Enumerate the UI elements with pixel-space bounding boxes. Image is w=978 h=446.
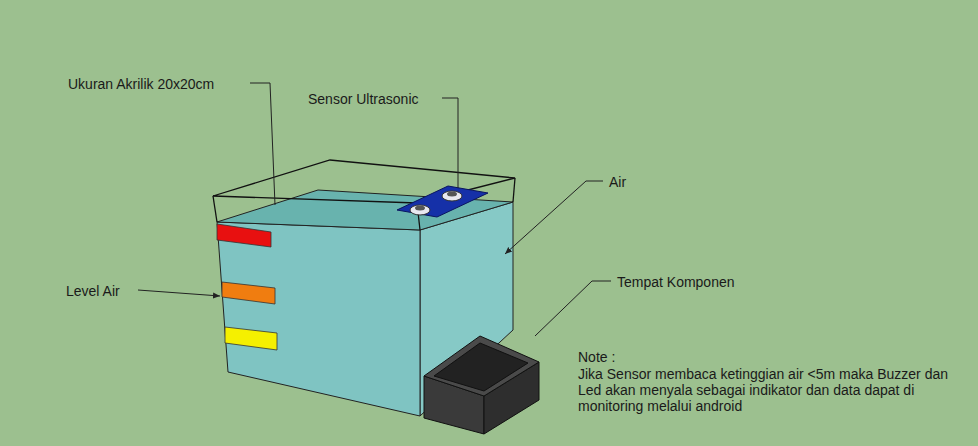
component-label: Tempat Komponen bbox=[617, 274, 735, 290]
level-red bbox=[217, 224, 271, 247]
level-orange bbox=[222, 282, 275, 304]
level-yellow bbox=[225, 327, 277, 350]
water-front bbox=[217, 222, 420, 416]
water-label: Air bbox=[609, 174, 626, 190]
level-label: Level Air bbox=[66, 283, 120, 299]
leader-lines bbox=[138, 83, 611, 336]
sensor-label: Sensor Ultrasonic bbox=[308, 91, 419, 107]
note-text: Jika Sensor membaca ketinggian air <5m m… bbox=[578, 366, 974, 414]
ultrasonic-sensor bbox=[397, 186, 488, 217]
component-box bbox=[424, 336, 539, 434]
dimension-label: Ukuran Akrilik 20x20cm bbox=[68, 76, 214, 92]
acrylic-frame bbox=[213, 160, 515, 230]
note-heading: Note : bbox=[578, 349, 615, 365]
